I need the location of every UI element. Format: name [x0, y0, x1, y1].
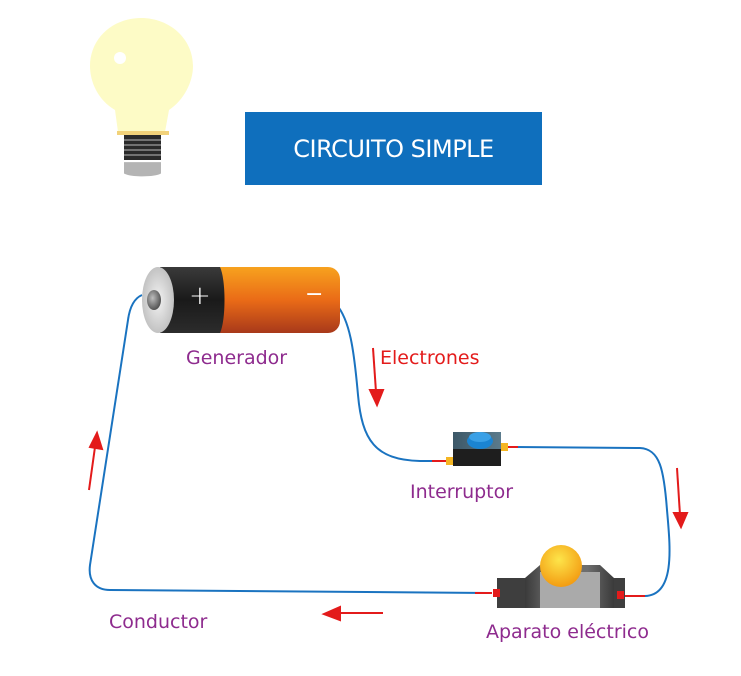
title-banner: CIRCUITO SIMPLE [245, 112, 542, 185]
battery-positive-symbol: + [189, 281, 211, 311]
battery-generator [142, 267, 340, 333]
arrow-down-left [368, 347, 385, 408]
arrow-down-right [672, 467, 689, 530]
arrow-up-left [88, 430, 104, 491]
electron-flow-arrows [88, 347, 689, 622]
label-switch: Interruptor [410, 481, 514, 503]
label-device: Aparato eléctrico [486, 621, 649, 643]
wire-connectors [432, 446, 645, 597]
conductor-wire [88, 294, 671, 597]
light-bulb-icon [90, 18, 193, 177]
battery-negative-symbol: − [305, 282, 324, 307]
label-electrons: Electrones [380, 347, 480, 369]
label-generator: Generador [186, 347, 288, 369]
label-conductor: Conductor [109, 611, 208, 633]
arrow-left-bottom [321, 605, 383, 622]
page-title: CIRCUITO SIMPLE [293, 134, 494, 163]
switch-component [446, 432, 508, 466]
electric-device [493, 545, 625, 608]
